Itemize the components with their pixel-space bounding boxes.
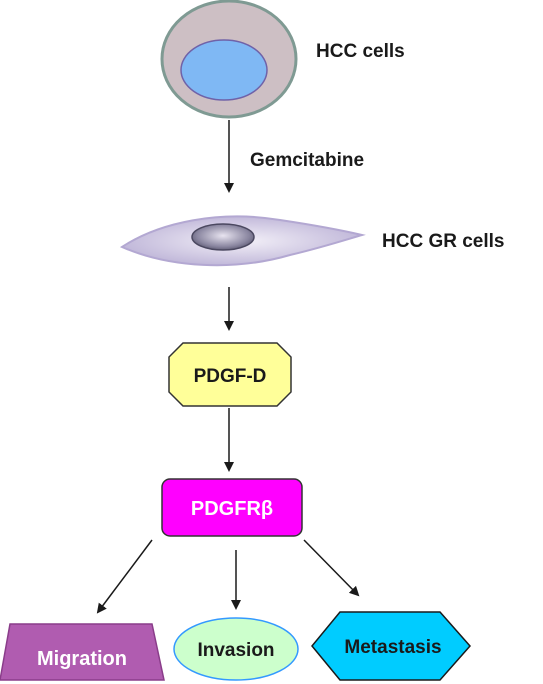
pdgf-d-node: PDGF-D [168, 342, 292, 407]
hcc-cell-nucleus [180, 39, 268, 101]
migration-node: Migration [0, 623, 165, 681]
hcc-gr-cells-label: HCC GR cells [382, 231, 504, 252]
pdgf-d-shape [168, 342, 292, 407]
migration-shape [0, 623, 165, 681]
arrow-to-metastasis [303, 539, 360, 597]
invasion-shape [173, 617, 299, 681]
invasion-label: Invasion [197, 640, 274, 661]
metastasis-shape [311, 611, 472, 681]
metastasis-label: Metastasis [344, 637, 441, 658]
invasion-node: Invasion [173, 617, 299, 681]
arrow-to-migration [96, 539, 153, 614]
hcc-cells-label: HCC cells [316, 41, 405, 62]
migration-label: Migration [37, 648, 127, 670]
pdgfr-shape [161, 478, 303, 537]
pdgf-d-label: PDGF-D [194, 366, 267, 387]
pdgfr-label: PDGFRβ [191, 498, 273, 520]
metastasis-node: Metastasis [311, 611, 472, 681]
hcc-gr-cell [119, 215, 366, 267]
hcc-gr-cell-nucleus [191, 223, 255, 251]
treatment-label: Gemcitabine [250, 150, 364, 171]
hcc-cell [160, 0, 298, 119]
pdgfr-node: PDGFRβ [161, 478, 303, 537]
